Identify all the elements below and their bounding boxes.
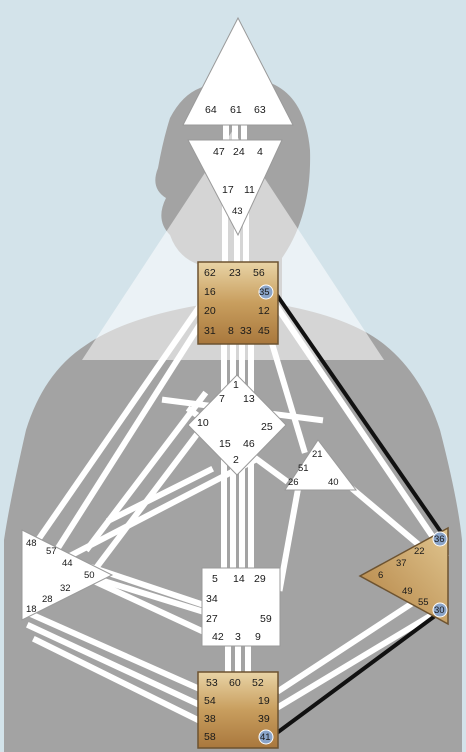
gate-4: 4 [257,146,263,158]
sacral-center: 5 14 29 34 27 59 42 3 9 [202,568,280,646]
gate-43: 43 [232,206,243,217]
gate-53: 53 [206,677,218,689]
gate-28: 28 [42,594,53,605]
gate-51: 51 [298,463,309,474]
gate-38: 38 [204,713,216,725]
gate-44: 44 [62,558,73,569]
gate-3: 3 [235,631,241,643]
gate-34: 34 [206,593,218,605]
gate-56: 56 [253,267,265,279]
gate-5: 5 [212,573,218,585]
gate-32: 32 [60,583,71,594]
gate-61: 61 [230,104,242,116]
gate-15: 15 [219,438,231,450]
gate-33: 33 [240,325,252,337]
gate-31: 31 [204,325,216,337]
gate-41: 41 [260,732,271,743]
gate-8: 8 [228,325,234,337]
gate-11: 11 [244,184,255,196]
gate-1: 1 [233,379,239,391]
gate-10: 10 [197,417,209,429]
gate-14: 14 [233,573,245,585]
gate-39: 39 [258,713,270,725]
gate-58: 58 [204,731,216,743]
gate-49: 49 [402,586,413,597]
gate-25: 25 [261,421,273,433]
gate-9: 9 [255,631,261,643]
gate-16: 16 [204,286,216,298]
gate-18: 18 [26,604,37,615]
gate-62: 62 [204,267,216,279]
gate-46: 46 [243,438,255,450]
gate-6: 6 [378,570,383,581]
gate-35: 35 [259,287,270,298]
gate-40: 40 [328,477,339,488]
root-center: 53 60 52 54 19 38 39 58 41 [198,672,278,748]
gate-63: 63 [254,104,266,116]
gate-12: 12 [258,305,270,317]
gate-26: 26 [288,477,299,488]
gate-17: 17 [222,184,234,196]
gate-47: 47 [213,146,225,158]
gate-23: 23 [229,267,241,279]
gate-27: 27 [206,613,218,625]
gate-60: 60 [229,677,241,689]
gate-52: 52 [252,677,264,689]
gate-59: 59 [260,613,272,625]
gate-30: 30 [434,605,445,616]
gate-7: 7 [219,393,225,405]
gate-45: 45 [258,325,270,337]
gate-19: 19 [258,695,270,707]
gate-64: 64 [205,104,217,116]
gate-13: 13 [243,393,255,405]
gate-48: 48 [26,538,37,549]
gate-24: 24 [233,146,245,158]
gate-50: 50 [84,570,95,581]
gate-37: 37 [396,558,407,569]
gate-55: 55 [418,597,429,608]
gate-21: 21 [312,449,323,460]
gate-22: 22 [414,546,425,557]
gate-2: 2 [233,454,239,466]
gate-57: 57 [46,546,57,557]
throat-center: 62 23 56 16 35 20 12 31 8 33 45 [198,262,278,344]
gate-29: 29 [254,573,266,585]
gate-36: 36 [434,534,445,545]
gate-54: 54 [204,695,216,707]
gate-42: 42 [212,631,224,643]
gate-20: 20 [204,305,216,317]
